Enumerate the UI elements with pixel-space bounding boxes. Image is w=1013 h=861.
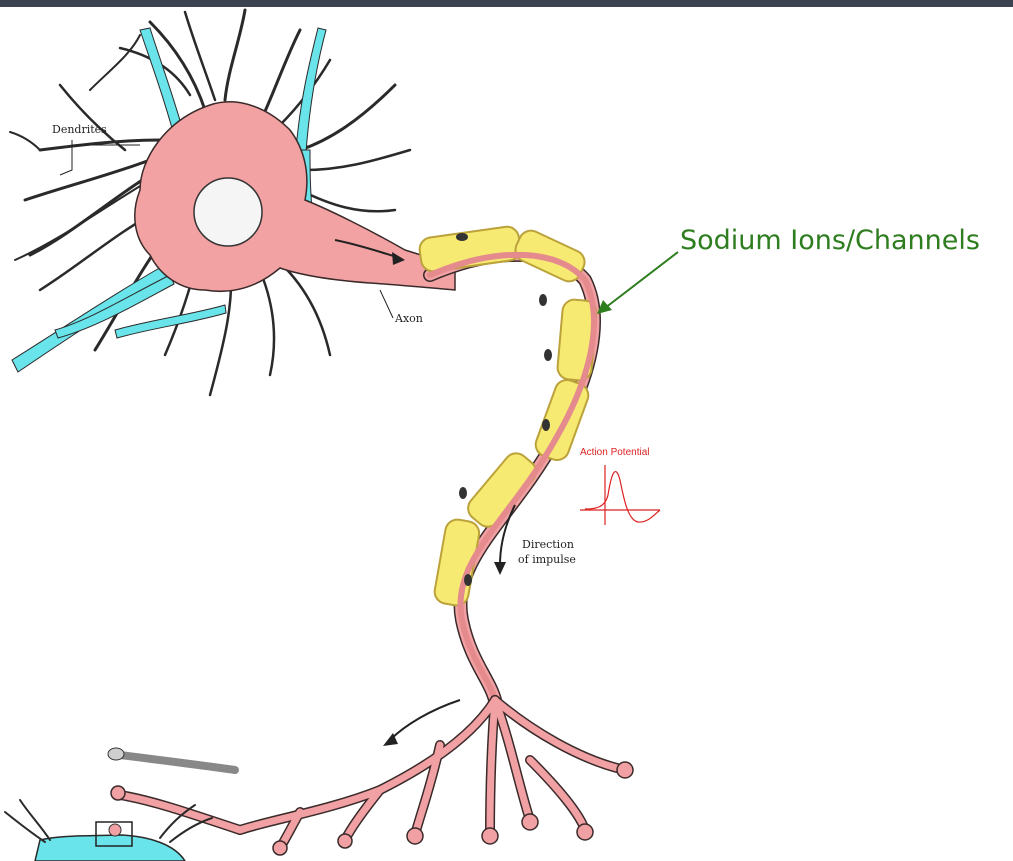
label-direction-line2: of impulse [518, 553, 576, 566]
sodium-arrow [597, 252, 678, 314]
arrow-to-terminals [383, 700, 460, 746]
grey-process [120, 755, 235, 770]
cell-body [135, 102, 455, 291]
label-axon: Axon [394, 312, 423, 325]
axon-leader [380, 290, 393, 318]
label-sodium: Sodium Ions/Channels [680, 225, 980, 256]
label-action-potential: Action Potential [580, 447, 650, 458]
action-potential-graph [580, 465, 660, 525]
nucleus [194, 178, 262, 246]
label-dendrites: Dendrites [52, 123, 107, 136]
dendrites-leader [60, 140, 140, 175]
label-direction-line1: Direction [522, 538, 574, 551]
